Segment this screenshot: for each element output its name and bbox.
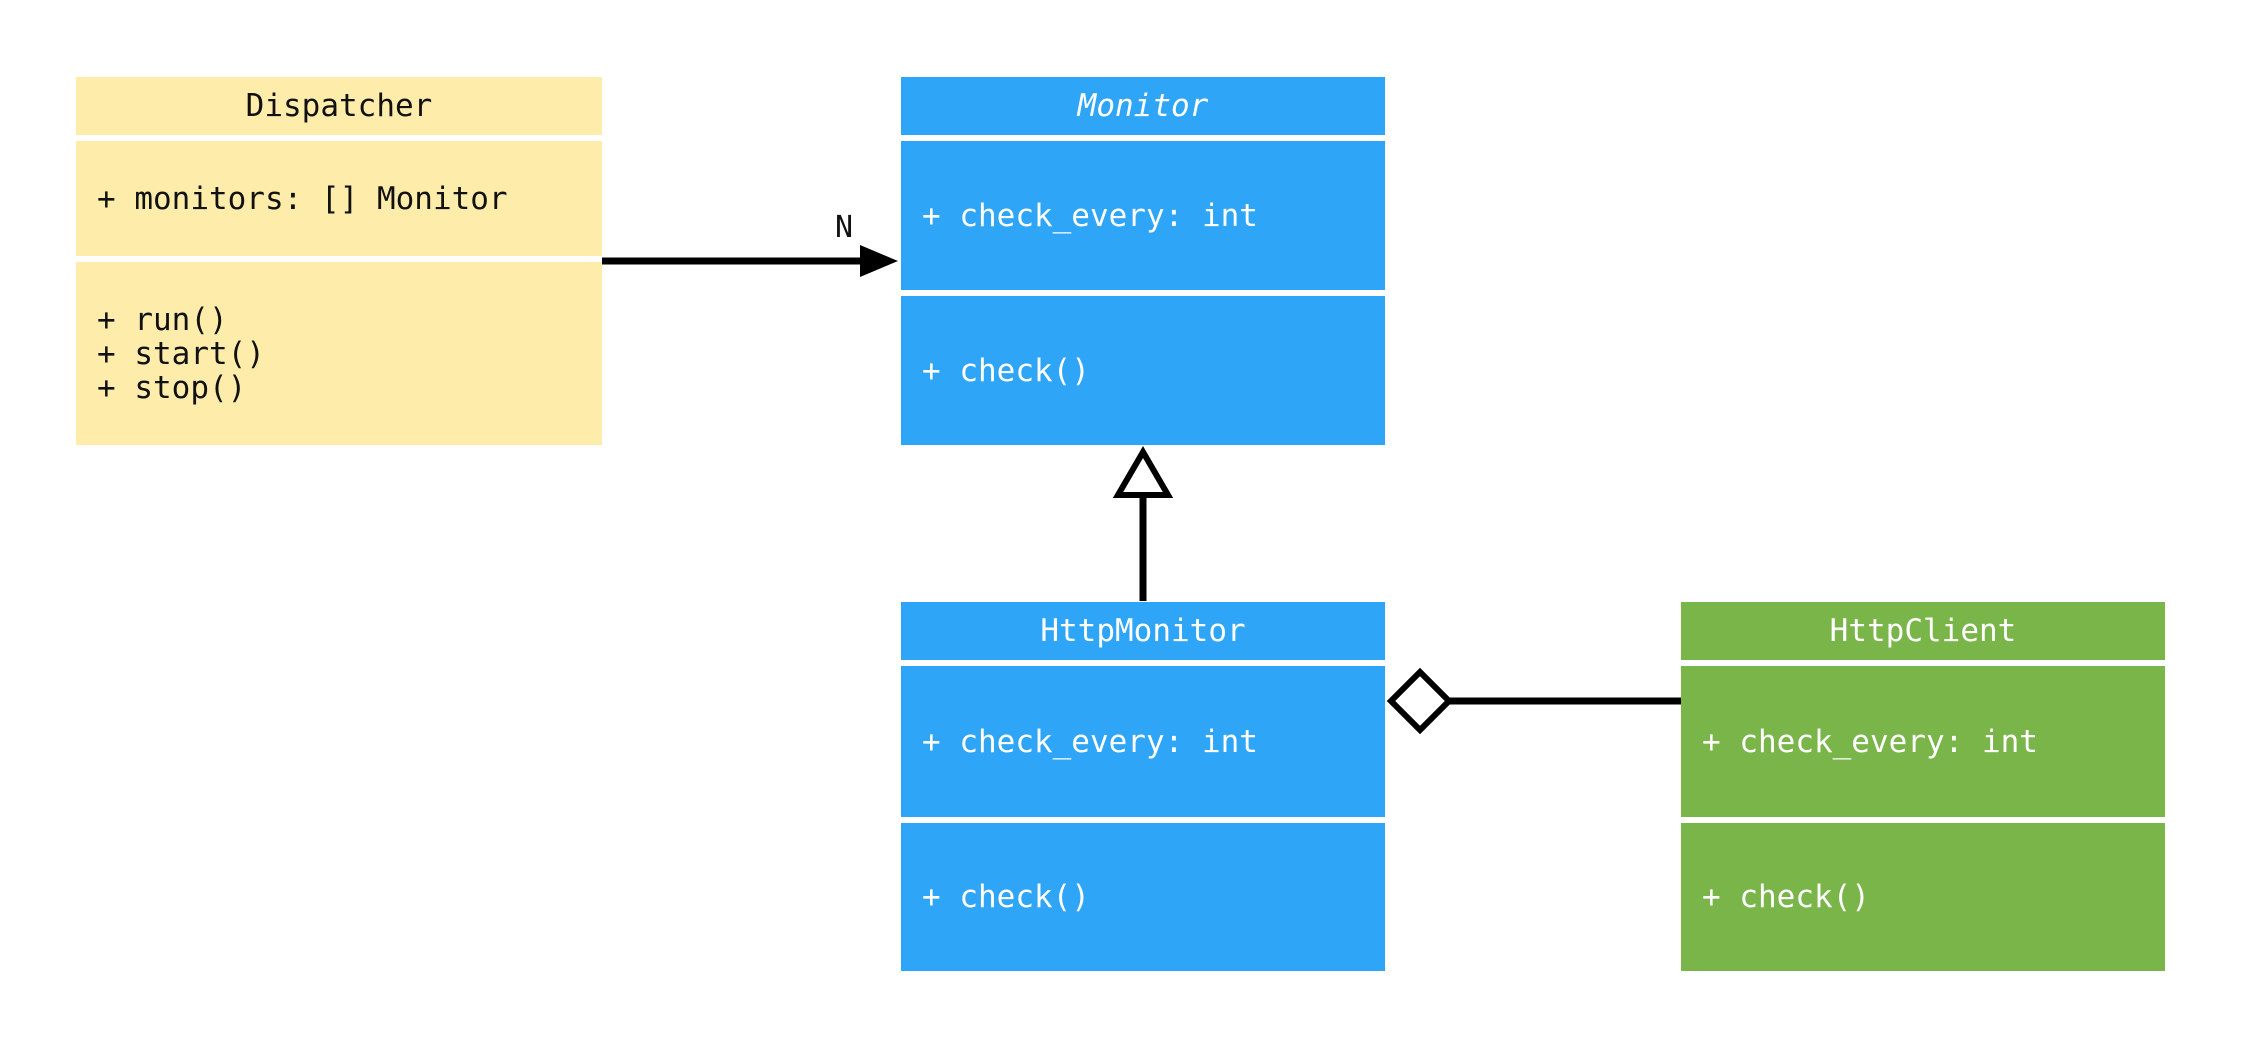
aggregation-httpmonitor-to-httpclient — [1386, 667, 1681, 735]
attribute-row: + check_every: int — [1702, 723, 2038, 760]
class-http-monitor-attributes: + check_every: int — [901, 666, 1385, 817]
class-http-client-methods: + check() — [1681, 823, 2165, 971]
class-http-monitor-methods: + check() — [901, 823, 1385, 971]
association-dispatcher-to-monitor — [602, 245, 898, 277]
class-dispatcher-methods: + run() + start() + stop() — [76, 262, 602, 445]
class-monitor: Monitor + check_every: int + check() — [901, 77, 1385, 445]
class-http-monitor-title: HttpMonitor — [901, 602, 1385, 660]
association-arrowhead-icon — [860, 245, 898, 277]
method-row: + run() — [97, 301, 228, 338]
aggregation-diamond-icon — [1386, 667, 1454, 735]
class-dispatcher-title: Dispatcher — [76, 77, 602, 135]
method-row: + check() — [922, 879, 1090, 915]
class-http-client: HttpClient + check_every: int + check() — [1681, 602, 2165, 971]
class-dispatcher: Dispatcher + monitors: [] Monitor + run(… — [76, 77, 602, 445]
attribute-row: + monitors: [] Monitor — [97, 180, 508, 217]
class-monitor-title: Monitor — [901, 77, 1385, 135]
class-http-client-title: HttpClient — [1681, 602, 2165, 660]
attribute-row: + check_every: int — [922, 197, 1258, 234]
inheritance-httpmonitor-to-monitor — [1112, 446, 1174, 601]
class-http-client-attributes: + check_every: int — [1681, 666, 2165, 817]
attribute-row: + check_every: int — [922, 723, 1258, 760]
inheritance-triangle-icon — [1112, 446, 1174, 498]
class-monitor-attributes: + check_every: int — [901, 141, 1385, 290]
method-row: + start() — [97, 335, 265, 372]
method-row: + check() — [922, 352, 1090, 389]
class-monitor-methods: + check() — [901, 296, 1385, 445]
multiplicity-label: N — [834, 210, 854, 245]
class-http-monitor: HttpMonitor + check_every: int + check() — [901, 602, 1385, 971]
class-dispatcher-attributes: + monitors: [] Monitor — [76, 141, 602, 256]
method-row: + check() — [1702, 879, 1870, 915]
method-row: + stop() — [97, 369, 247, 406]
